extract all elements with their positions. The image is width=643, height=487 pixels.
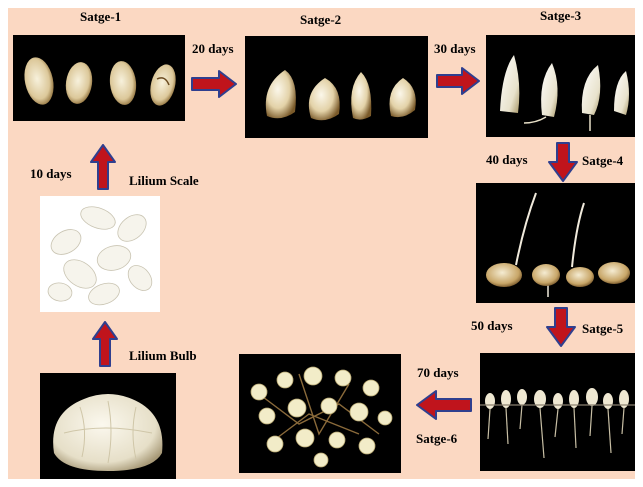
lilium-bulb-label: Lilium Bulb (129, 349, 197, 362)
duration-50-days: 50 days (471, 319, 513, 332)
lilium-scale-photo (40, 196, 160, 312)
lilium-scale-label: Lilium Scale (129, 174, 199, 187)
arrow-stage4-to-stage5 (546, 307, 576, 347)
stage-2-label: Satge-2 (300, 13, 341, 26)
stage-3-label: Satge-3 (540, 9, 581, 22)
process-diagram: Satge-1 Satge-2 Satge-3 Satge-4 Satge-5 … (8, 8, 635, 479)
stage-5-label: Satge-5 (582, 322, 623, 335)
duration-10-days: 10 days (30, 167, 72, 180)
stage-1-photo (13, 35, 185, 121)
arrow-stage2-to-stage3 (436, 67, 480, 95)
duration-20-days: 20 days (192, 42, 234, 55)
duration-40-days: 40 days (486, 153, 528, 166)
arrow-stage1-to-stage2 (191, 70, 237, 98)
duration-30-days: 30 days (434, 42, 476, 55)
stage-6-photo (239, 354, 401, 473)
stage-4-photo (476, 183, 635, 303)
arrow-stage5-to-stage6 (416, 390, 472, 420)
arrow-bulb-to-scale (92, 321, 118, 367)
lilium-bulb-photo (40, 373, 176, 479)
stage-4-label: Satge-4 (582, 154, 623, 167)
stage-6-label: Satge-6 (416, 432, 457, 445)
duration-70-days: 70 days (417, 366, 459, 379)
stage-2-photo (245, 36, 428, 138)
arrow-scale-to-stage1 (90, 144, 116, 190)
arrow-stage3-to-stage4 (548, 142, 578, 182)
stage-5-photo (480, 353, 635, 471)
stage-1-label: Satge-1 (80, 10, 121, 23)
stage-3-photo (486, 35, 635, 137)
